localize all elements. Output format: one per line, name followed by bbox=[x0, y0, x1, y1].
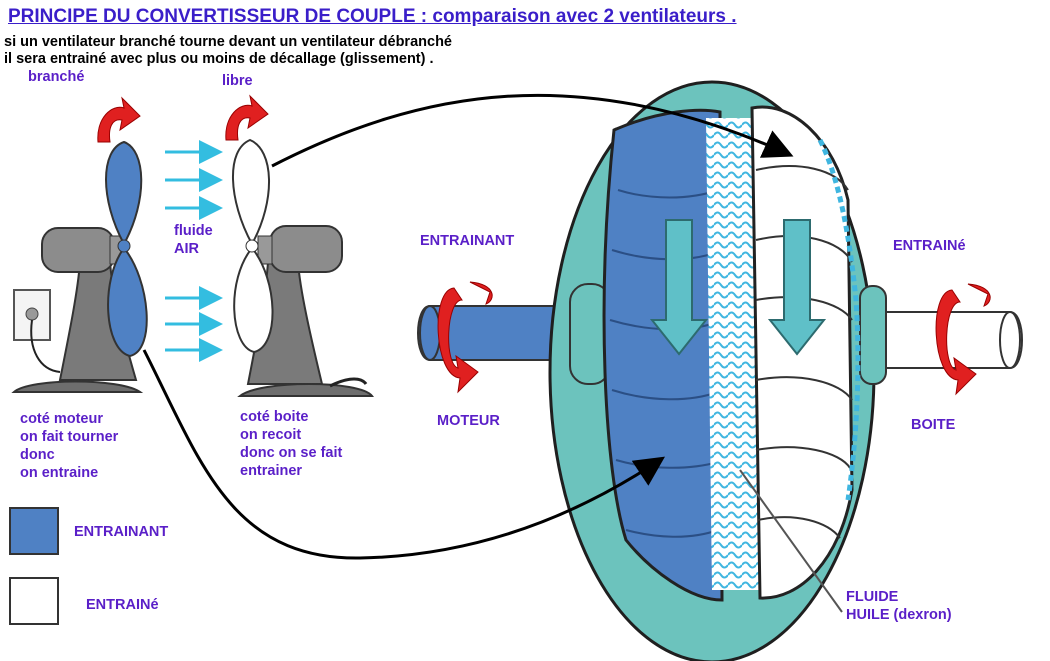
driving-side-caption: coté moteur on fait tourner donc on entr… bbox=[20, 411, 119, 481]
flow-arrow-impeller bbox=[649, 219, 709, 356]
legend-label-driven: ENTRAINé bbox=[86, 597, 159, 613]
fan-blade-top bbox=[105, 140, 143, 247]
driving-fan-label: branché bbox=[28, 69, 85, 85]
fan-motor bbox=[41, 227, 115, 273]
connector-arrow-driving bbox=[142, 349, 665, 560]
input-rotation-arrow-icon bbox=[437, 287, 479, 394]
driven-fan bbox=[225, 94, 375, 397]
converter-output-label: ENTRAINé bbox=[893, 238, 966, 254]
fluid-oil-label: FLUIDE HUILE (dexron) bbox=[846, 589, 952, 623]
air-flow-arrows bbox=[165, 140, 223, 362]
connector-arrow-driven bbox=[271, 93, 794, 168]
rotation-arrow-icon bbox=[97, 96, 141, 143]
fan-motor bbox=[269, 225, 343, 273]
fan-blade-bottom bbox=[233, 246, 274, 354]
fluid-region bbox=[706, 118, 762, 590]
torque-converter bbox=[417, 80, 1023, 661]
fluid-air-label: fluide AIR bbox=[174, 223, 213, 257]
motor-label: MOTEUR bbox=[437, 413, 500, 429]
driven-fan-label: libre bbox=[222, 73, 253, 89]
subtitle-line-1: si un ventilateur branché tourne devant … bbox=[4, 34, 452, 50]
turbine bbox=[750, 105, 854, 600]
box-label: BOITE bbox=[911, 417, 956, 433]
rotation-arrow-icon bbox=[225, 94, 269, 141]
output-rotation-arrow-icon bbox=[935, 289, 977, 396]
page-title: PRINCIPE DU CONVERTISSEUR DE COUPLE : co… bbox=[8, 6, 737, 27]
flow-arrow-turbine bbox=[767, 219, 827, 356]
legend-label-driving: ENTRAINANT bbox=[74, 524, 169, 540]
legend-swatch-driven bbox=[9, 577, 59, 625]
driven-side-caption: coté boite on recoit donc on se fait ent… bbox=[240, 409, 343, 479]
driving-fan bbox=[11, 96, 148, 393]
fan-blade-bottom bbox=[107, 246, 148, 358]
converter-input-label: ENTRAINANT bbox=[420, 233, 515, 249]
fan-blade-top bbox=[232, 138, 270, 247]
impeller bbox=[602, 108, 724, 602]
subtitle-line-2: il sera entrainé avec plus ou moins de d… bbox=[4, 51, 434, 67]
legend-swatch-driving bbox=[9, 507, 59, 555]
